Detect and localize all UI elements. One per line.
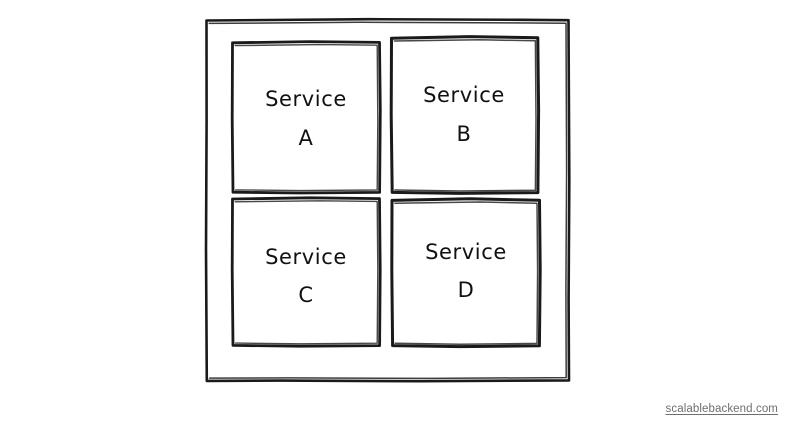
outer-container-frame	[204, 17, 571, 383]
service-box-a-label-line2: A	[299, 126, 314, 150]
service-box-d[interactable]: Service D	[390, 197, 542, 349]
service-box-a-label-line1: Service	[265, 87, 347, 111]
service-box-c[interactable]: Service C	[230, 196, 382, 348]
service-box-b-label-line2: B	[456, 122, 471, 146]
service-box-b[interactable]: Service B	[389, 35, 541, 195]
service-box-c-label-line2: C	[298, 283, 313, 307]
service-box-d-label-line2: D	[458, 278, 475, 302]
watermark-scalablebackend[interactable]: scalablebackend.com	[665, 403, 778, 415]
service-box-b-label-line1: Service	[423, 83, 505, 107]
service-box-d-label-line1: Service	[425, 240, 507, 264]
service-box-a[interactable]: Service A	[230, 40, 382, 195]
service-box-c-label-line1: Service	[265, 245, 347, 269]
